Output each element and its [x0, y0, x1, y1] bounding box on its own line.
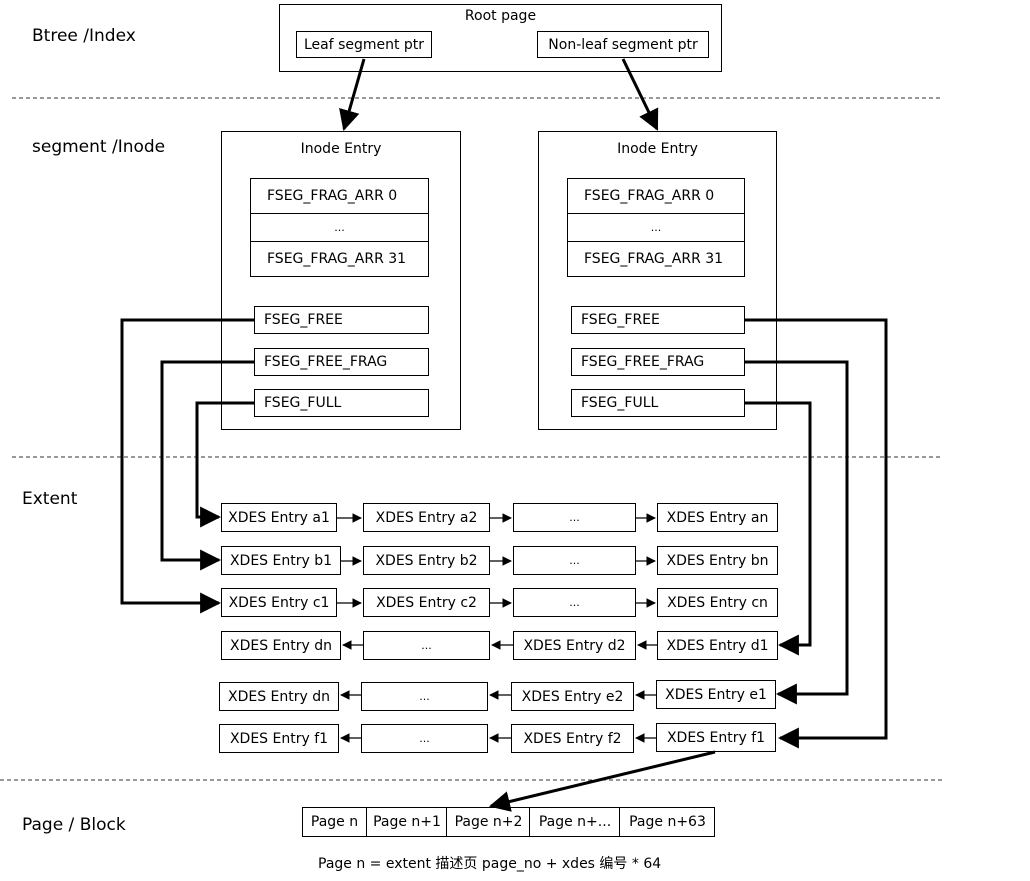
frag-array-ellipsis: ...: [650, 221, 662, 234]
fseg-free-frag-right: FSEG_FREE_FRAG: [571, 348, 745, 376]
xdes-entry: XDES Entry d1: [657, 631, 778, 660]
frag-array-last: FSEG_FRAG_ARR 31: [267, 251, 407, 267]
nonleaf-segment-ptr: Non-leaf segment ptr: [537, 31, 709, 58]
xdes-entry: XDES Entry e1: [656, 680, 776, 709]
extent-to-page-arrow: [488, 750, 716, 812]
xdes-entry: XDES Entry b2: [363, 546, 490, 575]
root-pointer-arrows: [339, 58, 659, 132]
xdes-entry: XDES Entry f1: [219, 724, 339, 753]
root-page-title: Root page: [464, 8, 537, 24]
xdes-entry: XDES Entry bn: [657, 546, 778, 575]
xdes-entry: XDES Entry dn: [219, 682, 339, 711]
frag-array-ellipsis: ...: [334, 221, 345, 234]
xdes-entry: XDES Entry a2: [363, 503, 490, 532]
right-list-connectors: [745, 318, 888, 749]
frag-array-left: FSEG_FRAG_ARR 0 ... FSEG_FRAG_ARR 31: [250, 178, 429, 277]
reverse-row-arrows: [340, 640, 657, 743]
xdes-entry: XDES Entry dn: [221, 631, 341, 660]
xdes-entry: XDES Entry c2: [363, 588, 490, 617]
forward-row-arrows: [337, 513, 656, 608]
xdes-ellipsis: ...: [513, 588, 636, 617]
page-cell: Page n+1: [366, 808, 447, 836]
frag-array-last: FSEG_FRAG_ARR 31: [584, 251, 724, 267]
frag-array-right: FSEG_FRAG_ARR 0 ... FSEG_FRAG_ARR 31: [567, 178, 745, 277]
xdes-ellipsis: ...: [513, 503, 636, 532]
layer-label-segment: segment /Inode: [32, 137, 166, 157]
frag-array-divider: [568, 213, 744, 214]
xdes-entry: XDES Entry f1: [656, 723, 776, 752]
frag-array-first: FSEG_FRAG_ARR 0: [584, 188, 715, 204]
xdes-entry: XDES Entry an: [657, 503, 778, 532]
xdes-ellipsis: ...: [513, 546, 636, 575]
frag-array-divider: [251, 241, 428, 242]
xdes-entry: XDES Entry a1: [221, 503, 337, 532]
fseg-full-left: FSEG_FULL: [254, 389, 429, 417]
layer-label-btree: Btree /Index: [32, 26, 136, 46]
layer-separators: [0, 97, 942, 781]
fseg-free-left: FSEG_FREE: [254, 306, 429, 334]
xdes-entry: XDES Entry cn: [657, 588, 778, 617]
xdes-entry: XDES Entry b1: [221, 546, 341, 575]
frag-array-divider: [568, 241, 744, 242]
xdes-entry: XDES Entry f2: [511, 724, 634, 753]
inode-entry-title: Inode Entry: [300, 141, 382, 157]
left-list-connectors: [120, 318, 254, 614]
page-cell: Page n+63: [619, 808, 715, 836]
xdes-ellipsis: ...: [361, 724, 488, 753]
page-cell: Page n: [310, 814, 359, 830]
page-formula: Page n = extent 描述页 page_no + xdes 编号 * …: [318, 856, 662, 872]
xdes-ellipsis: ...: [363, 631, 490, 660]
xdes-entry: XDES Entry c1: [221, 588, 337, 617]
fseg-full-right: FSEG_FULL: [571, 389, 745, 417]
layer-label-extent: Extent: [22, 489, 78, 509]
xdes-ellipsis: ...: [361, 682, 488, 711]
leaf-segment-ptr: Leaf segment ptr: [296, 31, 432, 58]
page-cell: Page n+2: [446, 808, 530, 836]
xdes-entry: XDES Entry e2: [511, 682, 634, 711]
fseg-free-frag-left: FSEG_FREE_FRAG: [254, 348, 429, 376]
xdes-entry: XDES Entry d2: [513, 631, 636, 660]
frag-array-divider: [251, 213, 428, 214]
page-cell: Page n+...: [529, 808, 620, 836]
page-block: Page n Page n+1 Page n+2 Page n+... Page…: [302, 807, 715, 837]
inode-entry-title: Inode Entry: [617, 141, 698, 157]
frag-array-first: FSEG_FRAG_ARR 0: [267, 188, 398, 204]
layer-label-page: Page / Block: [22, 815, 126, 835]
fseg-free-right: FSEG_FREE: [571, 306, 745, 334]
